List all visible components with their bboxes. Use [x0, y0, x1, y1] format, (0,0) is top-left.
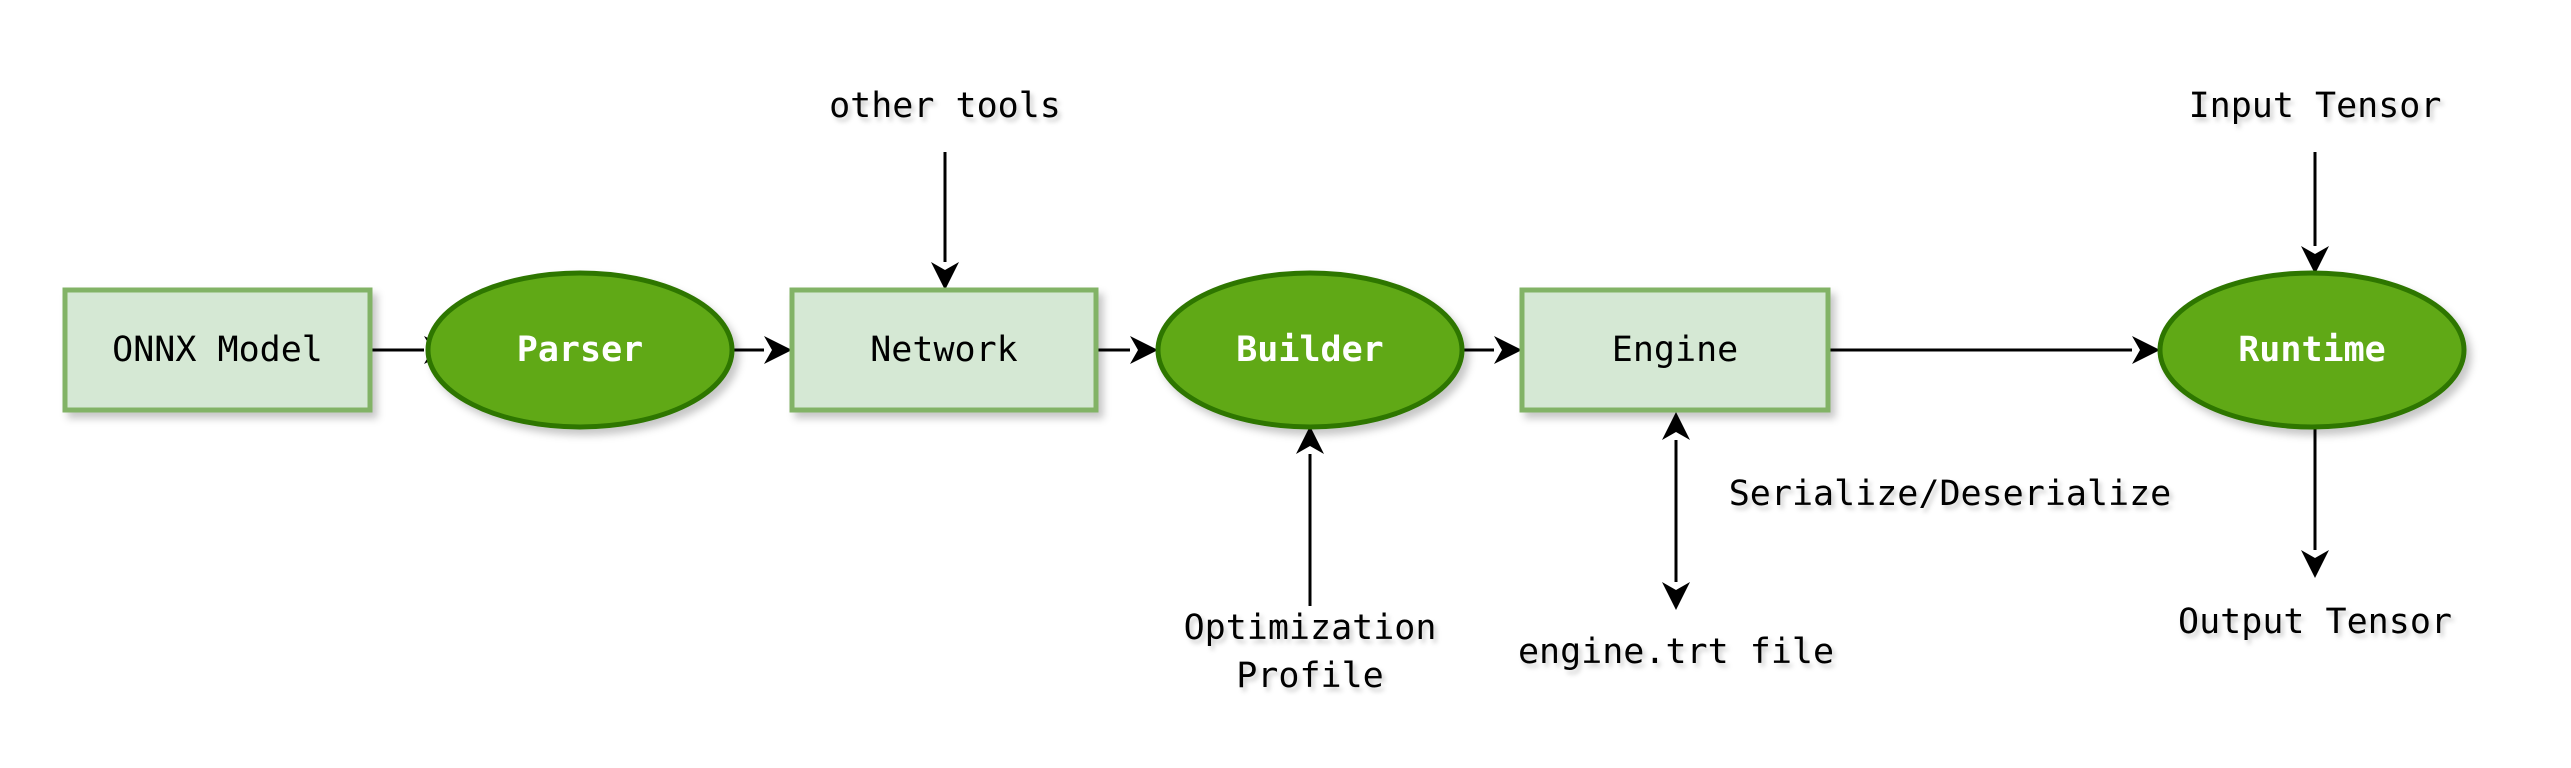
builder-label: Builder — [1236, 330, 1384, 370]
onnx-model-box — [62, 287, 373, 413]
runtime-ellipse — [2157, 270, 2467, 430]
connectors — [370, 152, 2329, 610]
parser-node[interactable]: Parser — [425, 270, 735, 430]
arrow-builder-to-engine-head — [1494, 336, 1522, 364]
serialize-deserialize-label: Serialize/Deserialize — [1729, 474, 2172, 514]
arrow-runtime-to-outputtensor-head — [2301, 550, 2329, 578]
arrow-network-to-builder-head — [1130, 336, 1158, 364]
runtime-label: Runtime — [2238, 330, 2386, 370]
free-labels: other tools Input Tensor Serialize/Deser… — [829, 86, 2452, 696]
network-label: Network — [870, 330, 1018, 370]
other-tools-label: other tools — [829, 86, 1061, 126]
output-tensor-label: Output Tensor — [2178, 602, 2452, 642]
engine-label: Engine — [1612, 330, 1738, 370]
optimization-profile-label-line1: Optimization — [1184, 608, 1437, 648]
input-tensor-label: Input Tensor — [2189, 86, 2442, 126]
network-box — [789, 287, 1099, 413]
arrow-optimization-to-builder-head — [1296, 426, 1324, 454]
engine-box — [1519, 287, 1831, 413]
onnx-model-node[interactable]: ONNX Model — [62, 287, 373, 413]
optimization-profile-label-line2: Profile — [1236, 656, 1384, 696]
arrow-engine-file-head-down — [1662, 582, 1690, 610]
arrow-othertools-to-network-head — [931, 262, 959, 290]
engine-file-label: engine.trt file — [1518, 632, 1834, 672]
engine-node[interactable]: Engine — [1519, 287, 1831, 413]
arrow-inputtensor-to-runtime-head — [2301, 246, 2329, 274]
parser-ellipse — [425, 270, 735, 430]
arrow-engine-file-head-up — [1662, 412, 1690, 440]
builder-ellipse — [1155, 270, 1465, 430]
arrow-engine-to-runtime-head — [2132, 336, 2160, 364]
network-node[interactable]: Network — [789, 287, 1099, 413]
runtime-node[interactable]: Runtime — [2157, 270, 2467, 430]
arrow-parser-to-network-head — [764, 336, 792, 364]
builder-node[interactable]: Builder — [1155, 270, 1465, 430]
parser-label: Parser — [517, 330, 643, 370]
onnx-model-label: ONNX Model — [112, 330, 323, 370]
